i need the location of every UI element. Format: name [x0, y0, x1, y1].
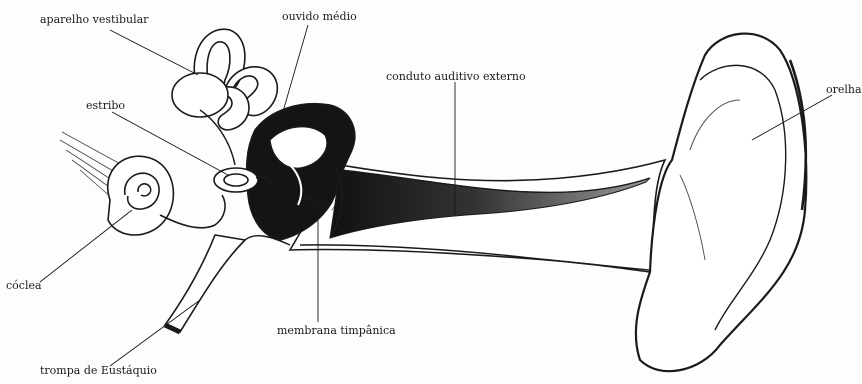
label-pinna: orelha	[826, 84, 862, 96]
cochlea-shape	[108, 156, 225, 235]
label-stapes: estribo	[86, 100, 125, 112]
leader-vestibular	[110, 30, 198, 75]
leader-middle-ear	[282, 25, 308, 115]
semicircular-canals	[172, 29, 277, 130]
label-eardrum: membrana timpânica	[277, 325, 396, 337]
leader-eustachian	[110, 300, 200, 366]
eustachian-tube-shape	[165, 235, 290, 332]
ear-canal-shape	[290, 160, 665, 272]
label-vestibular: aparelho vestibular	[40, 14, 148, 26]
label-ear-canal: conduto auditivo externo	[386, 71, 526, 83]
label-eustachian: trompa de Eustáquio	[40, 365, 157, 377]
pinna-shape	[636, 34, 806, 372]
leader-cochlea	[40, 210, 132, 282]
label-middle-ear: ouvido médio	[282, 11, 357, 23]
label-cochlea: cóclea	[6, 280, 42, 292]
